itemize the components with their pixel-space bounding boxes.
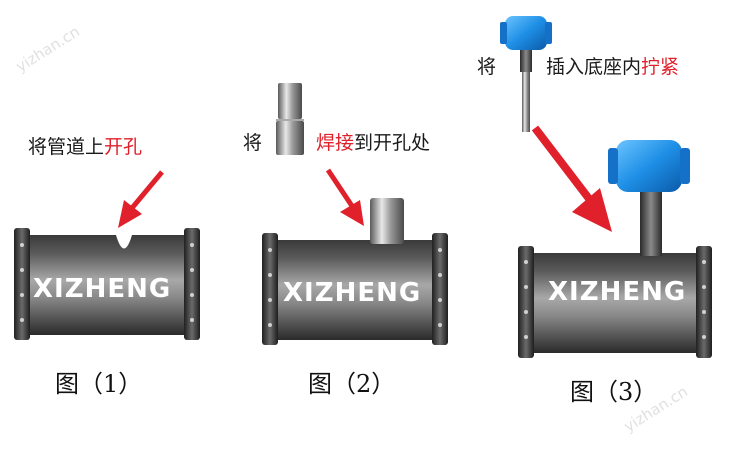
step3-caption: 图（3）	[570, 378, 658, 406]
step1-arrow	[118, 170, 164, 228]
step2-instruction-highlight: 焊接	[316, 132, 355, 154]
step1-brand: XIZHENG	[33, 274, 171, 304]
step2-instruction-prefix: 将	[243, 132, 263, 154]
welded-boss	[370, 198, 404, 244]
step3-arrow	[531, 125, 612, 232]
step3-instruction-text: 插入底座内	[546, 56, 642, 78]
step2-brand: XIZHENG	[283, 278, 421, 308]
step3-instruction-prefix: 将	[477, 56, 497, 78]
step2-instruction: 焊接到开孔处	[316, 134, 430, 153]
step1-caption: 图（1）	[55, 370, 143, 398]
step3-instruction-highlight: 拧紧	[641, 56, 680, 78]
step1-instruction: 将管道上开孔	[28, 138, 142, 157]
step2-arrow	[325, 168, 364, 226]
step1-pipe	[14, 228, 200, 340]
boss-icon	[276, 83, 304, 155]
installed-stem	[640, 190, 662, 256]
step3-brand: XIZHENG	[548, 277, 686, 307]
installed-transmitter-head	[616, 140, 682, 192]
step2-pipe	[262, 198, 448, 345]
step1-instruction-highlight: 开孔	[104, 136, 143, 158]
step2-caption: 图（2）	[308, 370, 396, 398]
step3-pipe	[518, 140, 712, 358]
pipe-hole	[116, 235, 132, 249]
step1-instruction-text: 将管道上	[28, 136, 105, 158]
sensor-icon	[500, 16, 552, 132]
step3-instruction: 插入底座内拧紧	[546, 58, 679, 77]
step2-instruction-text: 到开孔处	[354, 132, 431, 154]
